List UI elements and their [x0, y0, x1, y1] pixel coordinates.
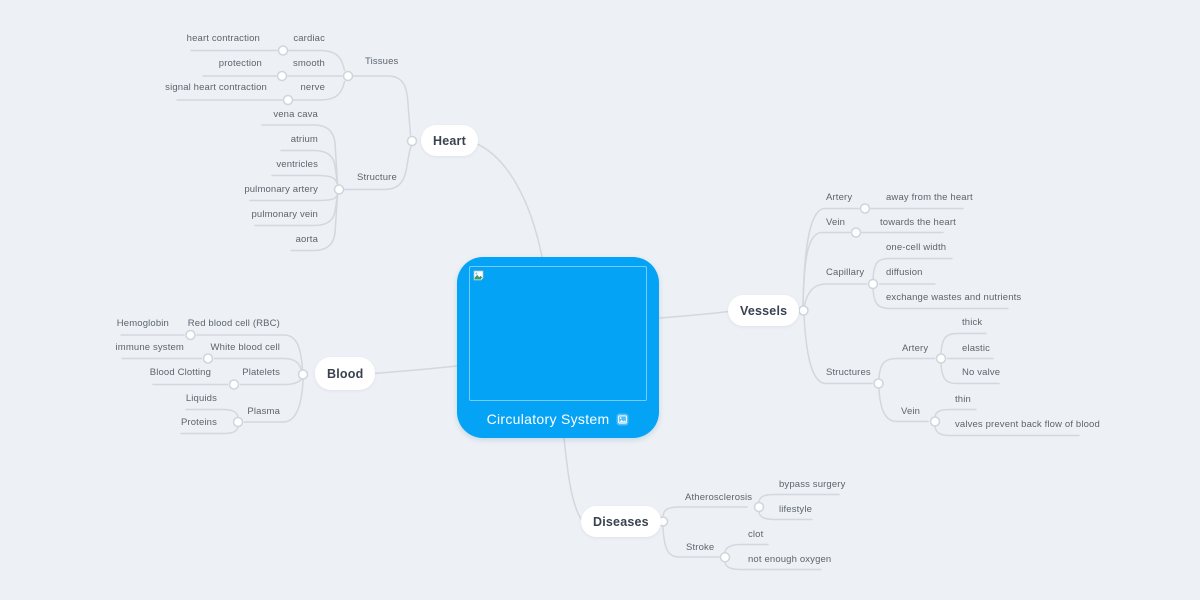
- node-one-cell-width[interactable]: one-cell width: [886, 242, 947, 253]
- node-smooth[interactable]: smooth: [292, 58, 325, 69]
- node-proteins[interactable]: Proteins: [180, 417, 217, 428]
- node-cardiac[interactable]: cardiac: [293, 33, 325, 44]
- node-signal-heart-contraction[interactable]: signal heart contraction: [165, 82, 267, 93]
- node-atherosclerosis[interactable]: Atherosclerosis: [685, 492, 753, 503]
- node-valves-prevent-backflow[interactable]: valves prevent back flow of blood: [955, 419, 1100, 430]
- node-heart[interactable]: Heart: [421, 125, 478, 156]
- root-node-circulatory-system[interactable]: Circulatory System: [457, 257, 659, 438]
- node-diseases[interactable]: Diseases: [581, 506, 661, 537]
- node-thick[interactable]: thick: [962, 317, 983, 328]
- node-structures-vein[interactable]: Vein: [901, 406, 921, 417]
- node-lifestyle[interactable]: lifestyle: [779, 504, 813, 515]
- node-artery[interactable]: Artery: [826, 192, 853, 203]
- node-bypass-surgery[interactable]: bypass surgery: [779, 479, 846, 490]
- node-structure[interactable]: Structure: [357, 172, 397, 183]
- node-nerve[interactable]: nerve: [300, 82, 325, 93]
- node-white-blood-cell[interactable]: White blood cell: [210, 342, 280, 353]
- image-icon[interactable]: [616, 413, 629, 426]
- node-vessels[interactable]: Vessels: [728, 295, 800, 326]
- node-blood[interactable]: Blood: [315, 357, 376, 390]
- node-capillary[interactable]: Capillary: [826, 267, 865, 278]
- root-title: Circulatory System: [486, 411, 610, 427]
- node-liquids[interactable]: Liquids: [185, 393, 217, 404]
- node-diffusion[interactable]: diffusion: [886, 267, 923, 278]
- node-protection[interactable]: protection: [218, 58, 262, 69]
- node-platelets[interactable]: Platelets: [242, 367, 280, 378]
- node-atrium[interactable]: atrium: [290, 134, 318, 145]
- node-stroke[interactable]: Stroke: [686, 542, 715, 553]
- node-hemoglobin[interactable]: Hemoglobin: [116, 318, 169, 329]
- node-towards-heart[interactable]: towards the heart: [880, 217, 956, 228]
- node-away-from-heart[interactable]: away from the heart: [886, 192, 973, 203]
- node-pulmonary-vein[interactable]: pulmonary vein: [251, 209, 318, 220]
- node-vena-cava[interactable]: vena cava: [273, 109, 318, 120]
- node-structures-artery[interactable]: Artery: [902, 343, 929, 354]
- broken-image-icon: [473, 270, 484, 281]
- node-aorta[interactable]: aorta: [295, 234, 318, 245]
- node-clot[interactable]: clot: [748, 529, 764, 540]
- node-ventricles[interactable]: ventricles: [276, 159, 318, 170]
- node-tissues[interactable]: Tissues: [365, 56, 399, 67]
- node-pulmonary-artery[interactable]: pulmonary artery: [244, 184, 318, 195]
- node-structures[interactable]: Structures: [826, 367, 871, 378]
- node-thin[interactable]: thin: [955, 394, 971, 405]
- node-exchange-wastes[interactable]: exchange wastes and nutrients: [886, 292, 1022, 303]
- node-vein[interactable]: Vein: [826, 217, 846, 228]
- node-plasma[interactable]: Plasma: [247, 406, 280, 417]
- node-red-blood-cell[interactable]: Red blood cell (RBC): [187, 318, 280, 329]
- node-not-enough-oxygen[interactable]: not enough oxygen: [748, 554, 832, 565]
- node-no-valve[interactable]: No valve: [962, 367, 1001, 378]
- node-blood-clotting[interactable]: Blood Clotting: [149, 367, 211, 378]
- node-immune-system[interactable]: immune system: [115, 342, 184, 353]
- root-image-placeholder[interactable]: [469, 266, 647, 401]
- node-elastic[interactable]: elastic: [962, 343, 990, 354]
- node-heart-contraction[interactable]: heart contraction: [186, 33, 260, 44]
